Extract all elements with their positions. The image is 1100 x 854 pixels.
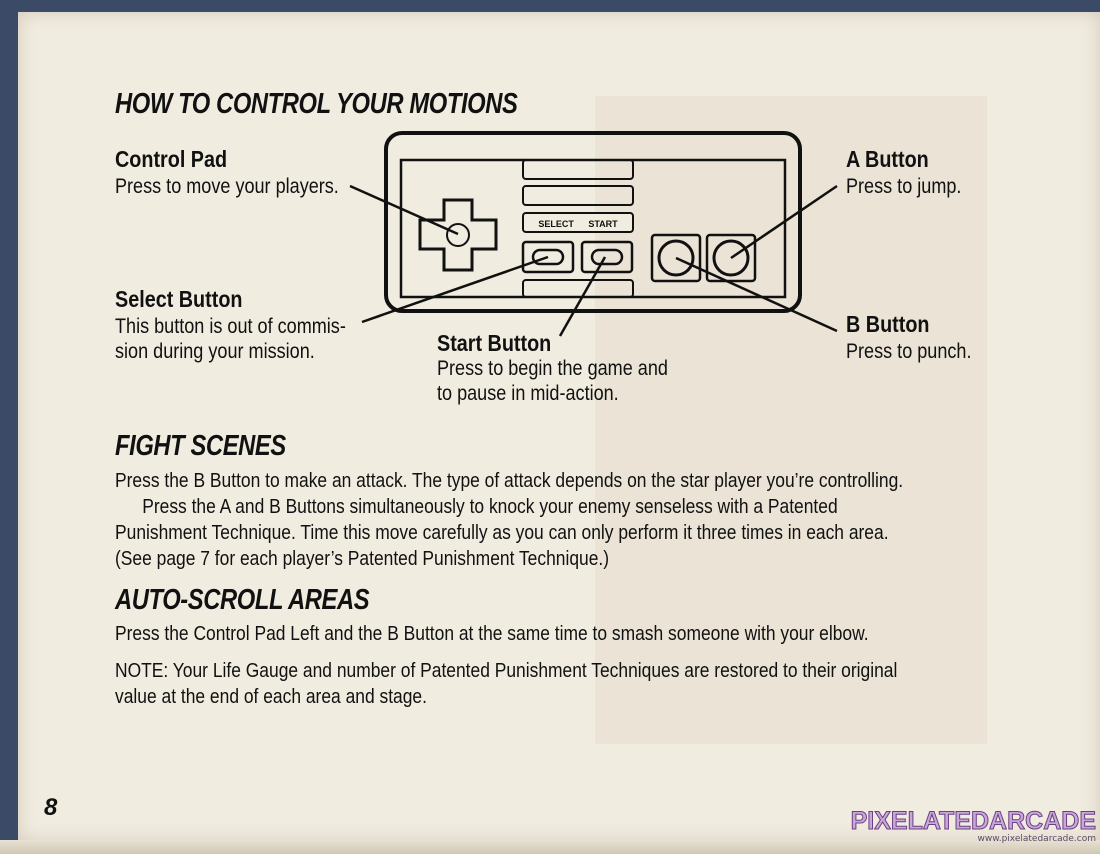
a-button-housing xyxy=(705,233,757,283)
select-start-label-box xyxy=(522,212,634,233)
dpad xyxy=(418,198,498,272)
page-number: 8 xyxy=(44,794,58,821)
autoscroll-paragraph: Press the Control Pad Left and the B But… xyxy=(115,621,869,647)
label-a-desc: Press to jump. xyxy=(846,175,962,198)
label-b-title: B Button xyxy=(846,311,930,337)
b-button-housing xyxy=(650,233,702,283)
a-button xyxy=(712,239,750,277)
label-start-desc-2: to pause in mid-action. xyxy=(437,382,619,405)
label-a-title: A Button xyxy=(846,146,929,172)
note-line: NOTE: Your Life Gauge and number of Pate… xyxy=(115,659,898,682)
fight-line: (See page 7 for each player’s Patented P… xyxy=(115,547,610,570)
label-select-desc-2: sion during your mission. xyxy=(115,340,315,363)
page-edge xyxy=(0,840,1100,854)
section-title-fight: FIGHT SCENES xyxy=(115,430,286,462)
watermark: PIXELATEDARCADE www.pixelatedarcade.com xyxy=(850,807,1096,845)
note-paragraph: NOTE: Your Life Gauge and number of Pate… xyxy=(115,658,897,710)
stripe-1 xyxy=(522,159,634,180)
section-title-autoscroll: AUTO-SCROLL AREAS xyxy=(115,584,370,616)
start-housing xyxy=(580,240,634,274)
start-text: START xyxy=(588,219,618,229)
label-b-desc: Press to punch. xyxy=(846,340,972,363)
fight-paragraph: Press the B Button to make an attack. Th… xyxy=(115,468,903,572)
label-start-desc-1: Press to begin the game and xyxy=(437,357,668,380)
select-housing xyxy=(521,240,575,274)
select-start-text: SELECT START xyxy=(538,219,618,229)
pointer-select xyxy=(361,255,549,324)
dpad-center xyxy=(446,223,470,247)
start-button xyxy=(590,248,624,266)
bleed-through-image xyxy=(595,96,987,744)
pointer-b xyxy=(675,256,838,333)
fight-line: Punishment Technique. Time this move car… xyxy=(115,521,889,544)
section-title-controls: HOW TO CONTROL YOUR MOTIONS xyxy=(115,88,518,120)
fight-line: Press the B Button to make an attack. Th… xyxy=(115,469,904,492)
watermark-logo: PIXELATEDARCADE xyxy=(850,807,1096,836)
label-select-title: Select Button xyxy=(115,286,243,312)
stripe-4 xyxy=(522,279,634,298)
select-text: SELECT xyxy=(538,219,574,229)
note-line: value at the end of each area and stage. xyxy=(115,685,427,708)
label-control-pad-title: Control Pad xyxy=(115,146,228,172)
select-button xyxy=(531,248,565,266)
controller-body xyxy=(384,131,802,313)
b-button xyxy=(657,239,695,277)
pointer-start xyxy=(558,256,607,337)
label-select-desc-1: This button is out of commis- xyxy=(115,315,346,338)
watermark-url: www.pixelatedarcade.com xyxy=(977,834,1096,844)
pointer-a xyxy=(730,184,838,260)
fight-line: Press the A and B Buttons simultaneously… xyxy=(142,495,838,518)
stripe-2 xyxy=(522,185,634,206)
label-control-pad-desc: Press to move your players. xyxy=(115,175,339,198)
label-start-title: Start Button xyxy=(437,330,552,356)
pointer-control-pad xyxy=(349,184,459,236)
autoscroll-line: Press the Control Pad Left and the B But… xyxy=(115,622,869,645)
